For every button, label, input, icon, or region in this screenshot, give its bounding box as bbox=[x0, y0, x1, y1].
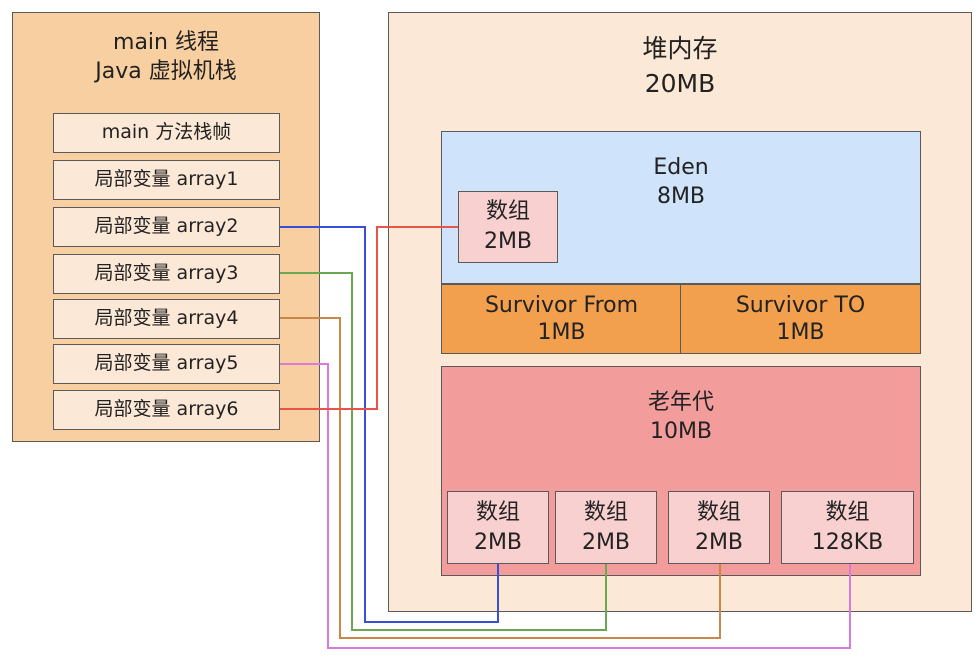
array-size: 128KB bbox=[811, 529, 884, 555]
stack-title-line2: Java 虚拟机栈 bbox=[95, 58, 237, 84]
local-var-array2: 局部变量 array2 bbox=[53, 207, 280, 247]
survivor-to-region: Survivor TO 1MB bbox=[680, 284, 921, 354]
array-size: 2MB bbox=[473, 529, 523, 555]
array-label: 数组 bbox=[825, 499, 870, 525]
array-size: 2MB bbox=[483, 229, 533, 254]
survivor-from-size: 1MB bbox=[537, 320, 586, 345]
eden-array-block: 数组 2MB bbox=[458, 191, 558, 263]
survivor-from-region: Survivor From 1MB bbox=[441, 284, 682, 354]
heap-title-name: 堆内存 bbox=[642, 34, 718, 63]
array-size: 2MB bbox=[581, 529, 631, 555]
array-size: 2MB bbox=[694, 529, 744, 555]
heap-title-size: 20MB bbox=[644, 69, 716, 98]
local-var-array4: 局部变量 array4 bbox=[53, 299, 280, 339]
old-array-block-2: 数组 2MB bbox=[555, 491, 657, 564]
stack-title-line1: main 线程 bbox=[113, 30, 219, 55]
old-array-block-4: 数组 128KB bbox=[781, 491, 914, 564]
array-label: 数组 bbox=[485, 199, 530, 225]
eden-size: 8MB bbox=[656, 183, 706, 209]
old-array-block-3: 数组 2MB bbox=[668, 491, 770, 564]
array-label: 数组 bbox=[696, 499, 741, 525]
old-title: 老年代 10MB bbox=[442, 389, 920, 446]
survivor-from-name: Survivor From bbox=[484, 292, 639, 318]
array-label: 数组 bbox=[475, 499, 520, 525]
old-name: 老年代 bbox=[647, 390, 714, 415]
survivor-to-size: 1MB bbox=[776, 320, 825, 345]
local-var-array6: 局部变量 array6 bbox=[53, 390, 280, 430]
old-size: 10MB bbox=[649, 418, 713, 444]
stack-title: main 线程 Java 虚拟机栈 bbox=[13, 29, 319, 86]
local-var-array3: 局部变量 array3 bbox=[53, 254, 280, 294]
main-method-frame: main 方法栈帧 bbox=[53, 113, 280, 153]
array-label: 数组 bbox=[583, 499, 628, 525]
eden-title: Eden 8MB bbox=[442, 154, 920, 211]
local-var-array5: 局部变量 array5 bbox=[53, 344, 280, 384]
old-array-block-1: 数组 2MB bbox=[447, 491, 549, 564]
survivor-to-name: Survivor TO bbox=[735, 292, 866, 318]
heap-title: 堆内存 20MB bbox=[389, 31, 971, 101]
local-var-array1: 局部变量 array1 bbox=[53, 160, 280, 200]
eden-name: Eden bbox=[653, 155, 709, 180]
